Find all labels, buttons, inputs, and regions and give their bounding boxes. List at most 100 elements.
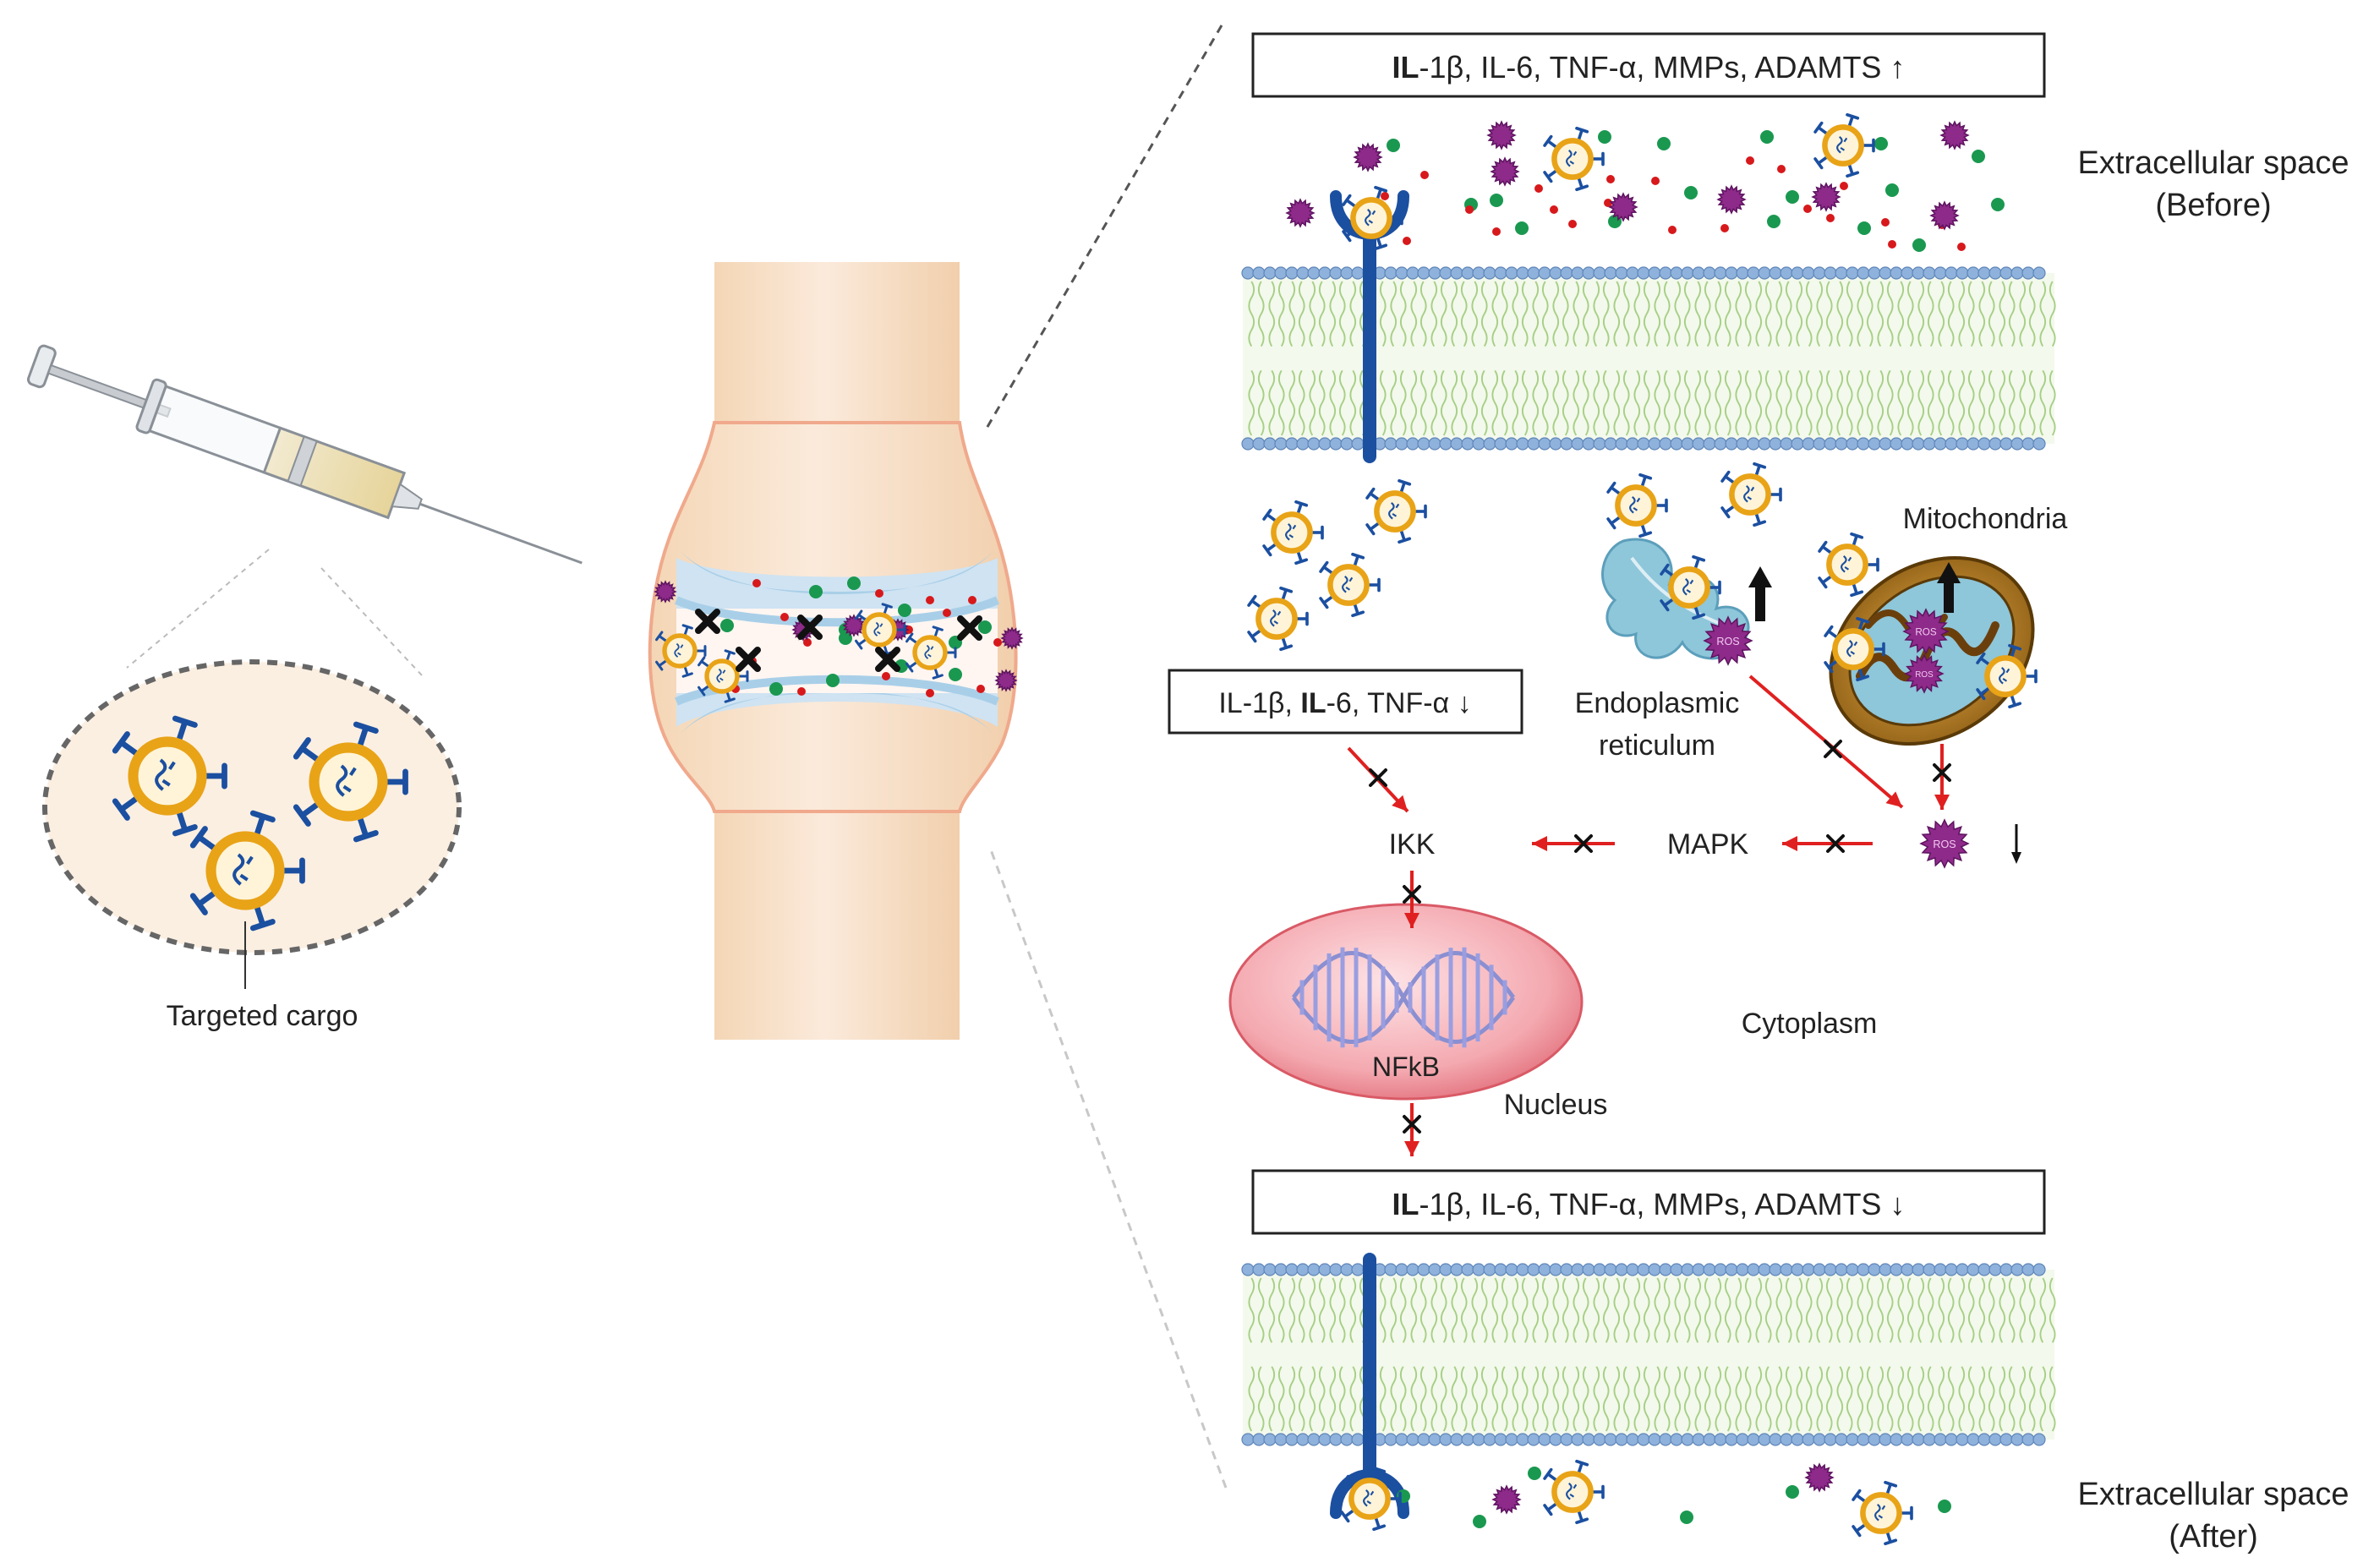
cytokine-dot-red [1534, 184, 1543, 193]
cytokine-dot-green [1598, 130, 1611, 144]
cytokine-box-top: IL-1β, IL-6, TNF-α, MMPs, ADAMTS ↑ [1251, 32, 2046, 98]
joint-ros-particle [994, 669, 1018, 692]
joint-dot-green [826, 674, 840, 687]
joint-particles [654, 576, 1024, 703]
cargo-particle [1813, 112, 1875, 178]
ros-particle [1285, 198, 1316, 228]
cytokine-dot-green [1684, 186, 1698, 199]
ros-particle-er: ROS [1703, 615, 1753, 666]
cytokine-box-middle: IL-1β, IL-6, TNF-α ↓ [1168, 669, 1523, 735]
cytokine-dot-green [1972, 150, 1985, 163]
ros-particle [1804, 1462, 1835, 1493]
extracellular-before-label-line2: (Before) [2155, 188, 2271, 223]
cytokine-dot-green [1760, 130, 1774, 144]
cytokine-box-middle-part1: IL-1β, [1218, 687, 1300, 719]
cargo-particle [1543, 126, 1605, 192]
cargo-particle [1340, 1466, 1402, 1532]
joint-dot-red [968, 596, 976, 604]
cargo-particle [1976, 643, 2038, 709]
cytokine-dot-green [1885, 183, 1899, 197]
cargo-particle [1720, 462, 1782, 527]
cytokine-dot-red [1826, 214, 1835, 222]
cytokine-dot-red [1465, 205, 1474, 214]
joint-dot-green [839, 631, 852, 645]
cytokine-dot-red [1550, 205, 1558, 214]
cargo-inset-particle [112, 715, 227, 837]
cytokine-dot-red [1777, 165, 1786, 173]
cytokine-dot-green [1528, 1467, 1541, 1480]
cytokine-dot-red [1381, 192, 1389, 200]
cargo-inset-particle [189, 810, 305, 932]
blocked-mark-icon [695, 609, 720, 634]
joint-dot-green [809, 585, 823, 598]
ros-particle-mito: ROS [1902, 608, 1950, 655]
cytokine-dot-red [1420, 171, 1429, 179]
extracellular-after-label-line2: (After) [2169, 1519, 2258, 1554]
arrow-mapk-to-ikk [1532, 834, 1615, 853]
er-label-line1: Endoplasmic [1575, 687, 1740, 719]
mitochondria-label: Mitochondria [1903, 503, 2068, 535]
cytokine-box-bottom-text: IL-1β, IL-6, TNF-α, MMPs, ADAMTS ↓ [1392, 1187, 1906, 1221]
joint-dot-green [847, 576, 861, 590]
cytoplasm-label: Cytoplasm [1742, 1008, 1878, 1040]
blocked-mark-icon [797, 615, 823, 640]
joint-dot-green [898, 604, 911, 617]
joint-dot-red [797, 687, 806, 696]
cargo-inset-particle [293, 721, 408, 843]
arrow-ikk-to-nfkb [1403, 871, 1421, 928]
cytokine-dot-green [1991, 198, 2005, 211]
cytokine-dot-green [1786, 190, 1799, 204]
cytokine-dot-green [1657, 137, 1671, 150]
cytokine-dot-red [1840, 182, 1848, 190]
er-up-arrow [1748, 566, 1772, 621]
cell-membrane-bottom [1241, 1263, 2056, 1446]
cytokine-dot-red [1720, 224, 1729, 232]
arrow-cytokine-to-ikk [1347, 746, 1409, 813]
cargo-particle [1818, 532, 1879, 598]
joint-cargo-particle [905, 626, 957, 680]
joint-dot-green [949, 668, 962, 681]
cytokine-box-bottom: IL-1β, IL-6, TNF-α, MMPs, ADAMTS ↓ [1251, 1169, 2046, 1235]
ros-particle [1939, 120, 1970, 150]
extracellular-after-label-line1: Extracellular space [2077, 1477, 2349, 1512]
joint-dot-red [875, 589, 883, 598]
ros-particle [1811, 182, 1841, 212]
cytokine-box-top-text: IL-1β, IL-6, TNF-α, MMPs, ADAMTS ↑ [1392, 50, 1906, 85]
zoom-line-top [983, 25, 1223, 432]
arrow-nfkb-to-cytokines [1403, 1103, 1421, 1156]
joint-dot-green [769, 682, 783, 696]
joint-dot-red [882, 672, 890, 680]
ros-particle [1929, 200, 1960, 231]
ros-particle [1486, 120, 1517, 150]
cytokine-dot-green [1874, 137, 1888, 150]
ros-particle [1353, 142, 1383, 172]
ros-particle [1490, 156, 1520, 187]
blocked-mark-icon [736, 647, 761, 672]
ros-particle-mito: ROS [1904, 653, 1945, 694]
arrow-er-to-ros [1748, 675, 1904, 809]
cargo-particle [1606, 473, 1668, 538]
cytokine-dot-green [1786, 1485, 1799, 1499]
cargo-particle [1342, 185, 1403, 251]
cytokine-dot-red [1403, 237, 1411, 245]
cytokine-box-top-bold: IL [1392, 50, 1419, 85]
cytokine-dot-green [1938, 1500, 1951, 1513]
cytokine-dot-green [1387, 139, 1400, 152]
nfkb-label: NFkB [1372, 1052, 1440, 1082]
ros-particle [1716, 184, 1747, 215]
ros-particle [1608, 192, 1638, 222]
cytokine-dot-red [1651, 177, 1660, 185]
cytokine-dot-green [1680, 1511, 1693, 1524]
cytokine-dot-red [1746, 156, 1754, 165]
cargo-particle [1660, 555, 1721, 620]
joint-cargo-particle [855, 603, 906, 657]
cytokine-dot-red [1957, 243, 1966, 251]
cargo-particle [1852, 1480, 1913, 1546]
cargo-particle [1319, 552, 1381, 618]
cytokine-dot-green [1857, 221, 1871, 235]
joint-ros-particle [842, 614, 866, 637]
cargo-inset [42, 659, 462, 955]
joint-dot-red [803, 638, 812, 647]
